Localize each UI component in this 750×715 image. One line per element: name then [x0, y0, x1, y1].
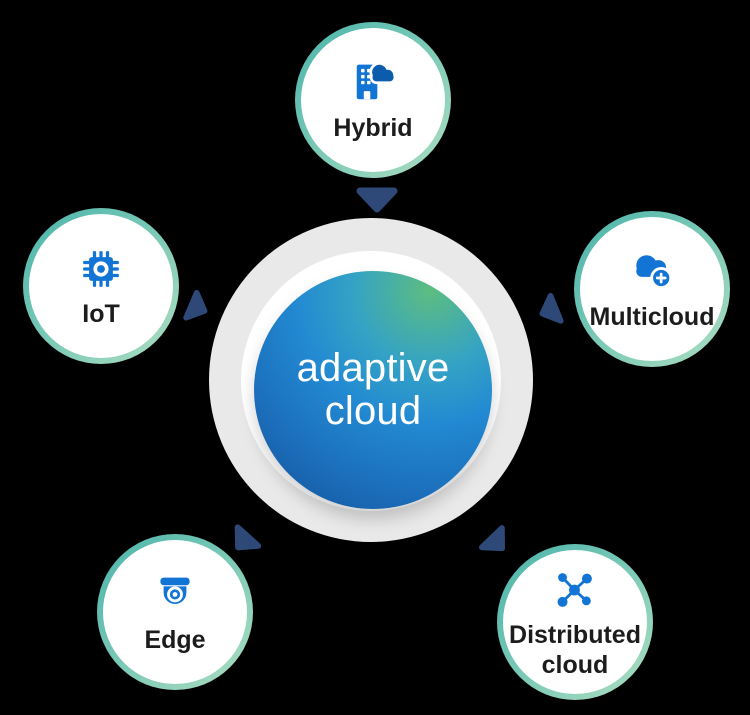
network-nodes-icon — [557, 573, 592, 607]
node-distributed-cloud: Distributed cloud — [497, 544, 653, 700]
center-label: adaptive cloud — [296, 345, 450, 433]
node-multicloud-label: Multicloud — [589, 302, 715, 331]
node-distributed-cloud-label: Distributed cloud — [509, 621, 641, 679]
node-iot-label: IoT — [82, 299, 120, 328]
arrow-iot-to-center — [181, 287, 215, 328]
node-hybrid: Hybrid — [295, 22, 451, 178]
node-iot: IoT — [23, 208, 179, 364]
arrow-center-to-edge — [222, 521, 264, 562]
building-cloud-icon — [356, 61, 397, 99]
node-edge-label: Edge — [144, 625, 206, 654]
arrow-multicloud-to-center — [532, 290, 566, 331]
node-hybrid-label: Hybrid — [333, 113, 413, 142]
node-edge: Edge — [97, 534, 253, 690]
center-circle: adaptive cloud — [254, 271, 492, 509]
arrow-center-to-distributed-cloud — [476, 522, 518, 564]
cloud-plus-icon — [636, 254, 673, 289]
arrow-hybrid-to-center — [355, 186, 399, 214]
node-multicloud: Multicloud — [574, 211, 730, 367]
chip-icon — [83, 250, 119, 287]
dome-camera-icon — [160, 577, 190, 604]
